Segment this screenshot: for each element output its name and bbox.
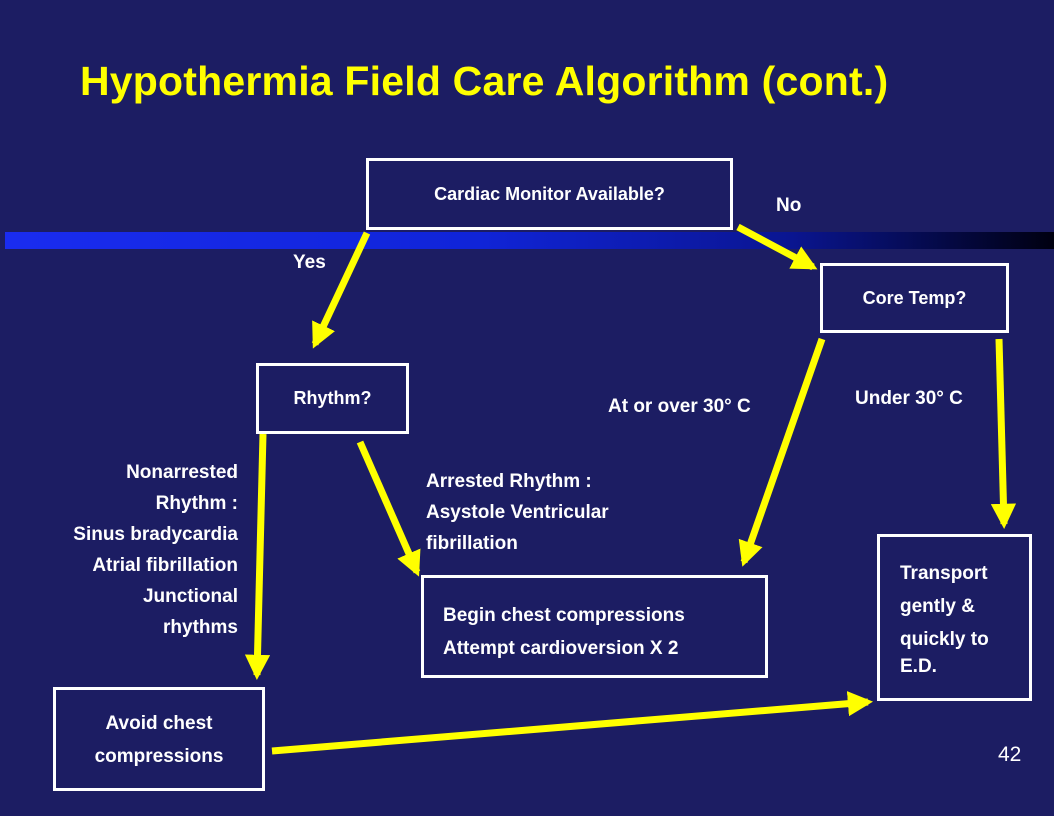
node-transport: Transport gently & quickly to E.D. (877, 534, 1032, 701)
edge-label-nonarrested-line: Atrial fibrillation (92, 555, 238, 576)
node-core-temp: Core Temp? (820, 263, 1009, 333)
node-transport-line: Transport (900, 563, 988, 584)
node-begin-cpr-line: Attempt cardioversion X 2 (443, 638, 679, 659)
edge-label-no: No (776, 195, 802, 216)
node-transport-line: gently & (900, 596, 975, 617)
node-transport-line: E.D. (900, 656, 937, 677)
page-number: 42 (998, 743, 1022, 766)
node-rhythm: Rhythm? (256, 363, 409, 434)
edge-label-nonarrested: Nonarrested Rhythm : Sinus bradycardia A… (73, 457, 238, 643)
slide-title: Hypothermia Field Care Algorithm (cont.) (80, 58, 889, 104)
arrow-no (736, 223, 818, 271)
edge-label-arrested-line: Asystole Ventricular (426, 502, 609, 523)
arrow-to-transport (271, 691, 874, 755)
edge-label-arrested-line: Arrested Rhythm : (426, 471, 592, 492)
arrow-nonarrested (244, 433, 271, 681)
arrow-under (990, 338, 1017, 530)
edge-label-at-or-over: At or over 30° C (608, 396, 751, 417)
node-begin-cpr-line: Begin chest compressions (443, 605, 685, 626)
edge-label-yes: Yes (293, 252, 326, 273)
node-avoid-compressions: Avoid chest compressions (53, 687, 265, 791)
node-rhythm-text: Rhythm? (293, 388, 372, 408)
edge-label-nonarrested-line: rhythms (163, 617, 238, 638)
node-avoid-compressions-line: compressions (94, 746, 224, 767)
node-transport-line: quickly to (900, 629, 989, 650)
edge-label-arrested-line: fibrillation (426, 533, 518, 554)
node-begin-cpr: Begin chest compressions Attempt cardiov… (421, 575, 768, 678)
arrow-at-or-over (738, 337, 826, 567)
edge-label-nonarrested-line: Sinus bradycardia (73, 524, 238, 545)
edge-label-under: Under 30° C (855, 388, 963, 409)
node-cardiac-monitor-text: Cardiac Monitor Available? (434, 183, 665, 204)
edge-label-arrested: Arrested Rhythm : Asystole Ventricular f… (426, 466, 609, 559)
node-cardiac-monitor: Cardiac Monitor Available? (366, 158, 733, 230)
arrow-arrested (356, 440, 421, 577)
edge-label-nonarrested-line: Junctional (142, 586, 238, 607)
node-avoid-compressions-line: Avoid chest (105, 713, 213, 734)
edge-label-nonarrested-line: Rhythm : (155, 493, 238, 514)
title-divider (5, 232, 1054, 249)
arrow-yes (311, 231, 371, 349)
edge-label-nonarrested-line: Nonarrested (126, 462, 238, 483)
node-core-temp-text: Core Temp? (862, 287, 967, 308)
